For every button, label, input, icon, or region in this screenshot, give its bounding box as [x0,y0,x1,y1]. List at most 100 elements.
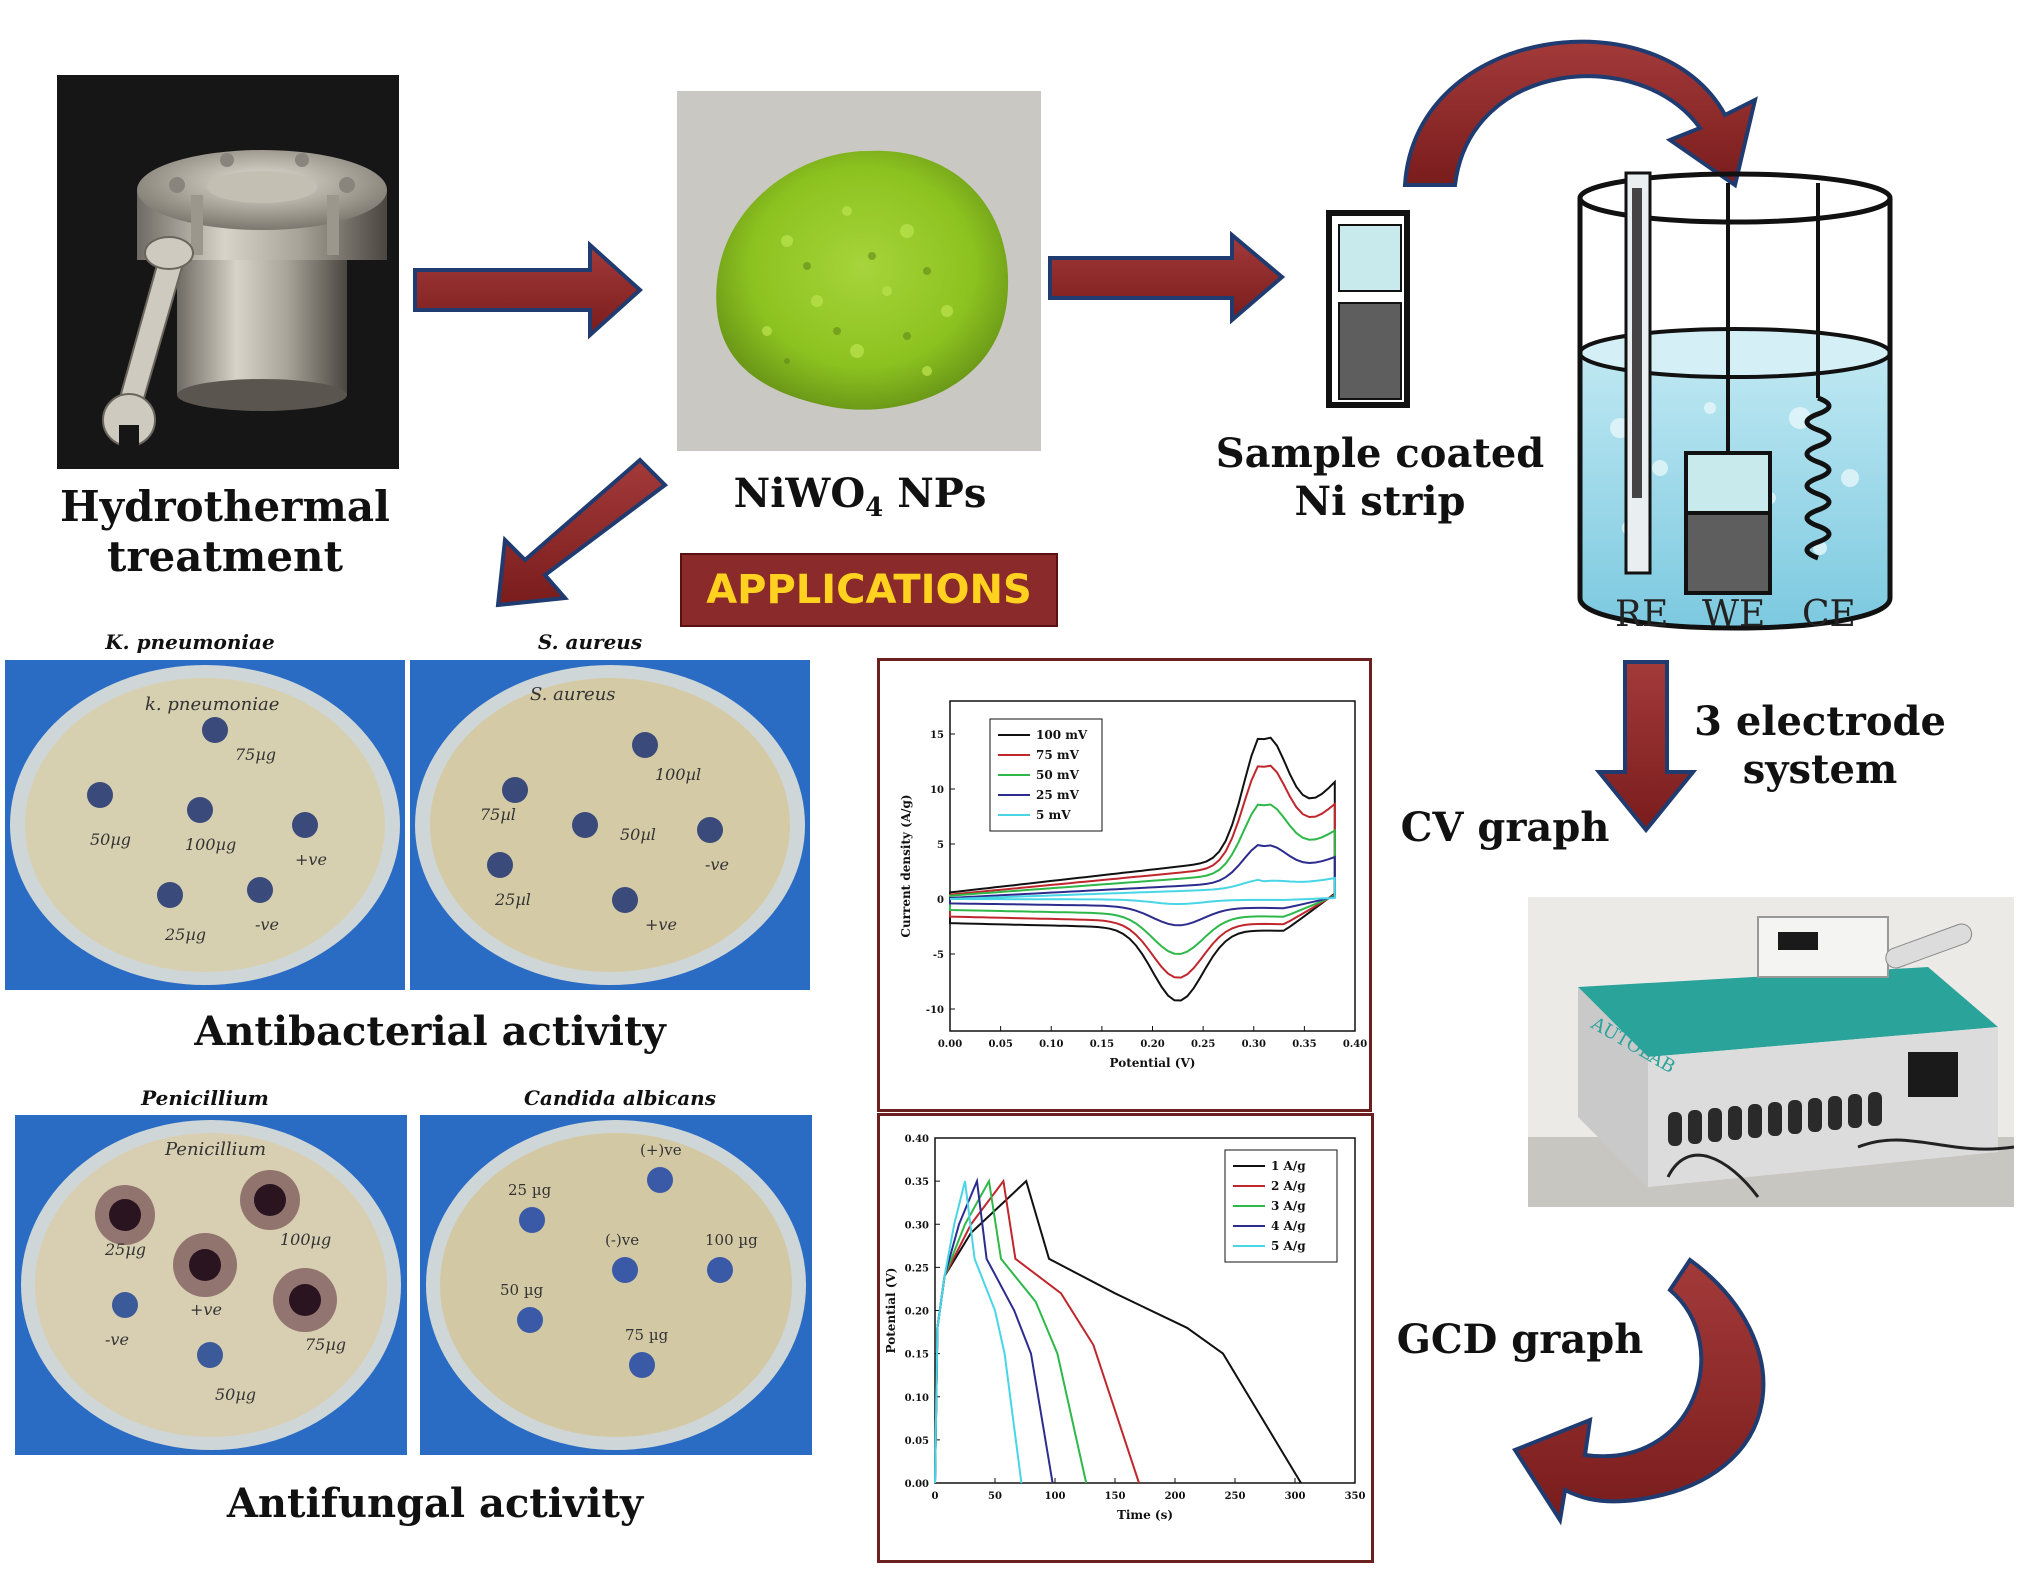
gcd-xtick-label-1: 50 [988,1491,1002,1502]
gcd-legend-label-2: 3 A/g [1271,1199,1306,1213]
sa-well-4: -ve [705,855,729,874]
plate-penicillium: Penicillium 25µg 100µg +ve 75µg -ve 50µg [15,1115,407,1455]
gcd-ytick-label-2: 0.10 [905,1393,929,1404]
label-cv-graph: CV graph [1400,804,1610,851]
plate-title-s-aureus: S. aureus [537,630,643,654]
arrow-down [1594,660,1698,834]
plate-s-aureus: S. aureus 100µl 75µl 50µl -ve 25µl +ve [410,660,810,990]
label-antibacterial: Antibacterial activity [194,1008,666,1055]
label-antifungal: Antifungal activity [226,1480,644,1527]
cv-legend-label-0: 100 mV [1036,728,1088,742]
sa-well-2: 75µl [480,805,516,824]
kp-well-6: -ve [255,915,279,934]
gcd-xlabel: Time (s) [1117,1508,1173,1522]
gcd-legend-label-0: 1 A/g [1271,1159,1306,1173]
arrow-right-2 [1048,230,1286,325]
gcd-ytick-label-5: 0.25 [905,1263,929,1274]
label-gcd-graph: GCD graph [1396,1316,1644,1363]
kp-well-5: 25µg [164,925,206,944]
label-nanoparticles-main: NiWO [733,470,866,517]
cv-xtick-label-3: 0.15 [1090,1039,1114,1050]
label-nanoparticles-sub: 4 [865,493,884,523]
ca-well-2: 25 µg [508,1181,552,1199]
plate-title-candida: Candida albicans [524,1086,716,1110]
sa-handwriting: S. aureus [530,684,616,705]
potentiostat-photo: AUTOLAB [1528,897,2014,1207]
gcd-xtick-label-6: 300 [1285,1491,1306,1502]
beaker-label-ce: CE [1802,594,1856,635]
gcd-ytick-label-8: 0.40 [905,1134,929,1145]
cv-ytick-label-4: 10 [930,785,944,796]
autoclave-drawing [57,75,399,469]
gcd-ytick-label-1: 0.05 [905,1436,929,1447]
gcd-ylabel: Potential (V) [884,1268,898,1354]
cv-xtick-label-4: 0.20 [1140,1039,1164,1050]
ni-strip-metal [1338,302,1402,400]
arrow-right-1 [413,240,643,340]
arrow-curved-bottom [1512,1257,1766,1526]
cv-xtick-label-2: 0.10 [1039,1039,1063,1050]
arrow-curved-top [1402,39,1758,189]
ca-well-4: 100 µg [705,1231,758,1249]
label-nanoparticles-suffix: NPs [883,470,987,517]
ca-well-5: 50 µg [500,1281,544,1299]
applications-banner: APPLICATIONS [680,553,1058,627]
gcd-legend-label-4: 5 A/g [1271,1239,1306,1253]
powder-drawing [677,91,1041,451]
cv-legend-label-1: 75 mV [1036,748,1080,762]
plate-title-penicillium: Penicillium [141,1086,269,1110]
gcd-ytick-label-3: 0.15 [905,1350,929,1361]
cv-legend-label-4: 5 mV [1036,808,1071,822]
pen-well-2: 100µg [280,1230,331,1249]
cv-xtick-label-6: 0.30 [1242,1039,1266,1050]
cv-xtick-label-8: 0.40 [1343,1039,1367,1050]
label-strip-1: Sample coated [1215,430,1545,477]
label-electrode-2: system [1742,746,1898,793]
kp-well-1: 75µg [235,745,276,764]
cv-ytick-label-2: 0 [937,895,944,906]
gcd-xtick-label-4: 200 [1165,1491,1186,1502]
ca-well-3: (-)ve [605,1231,639,1249]
plate-candida: (+)ve 25 µg (-)ve 100 µg 50 µg 75 µg [420,1115,812,1455]
label-strip-2: Ni strip [1294,478,1466,525]
beaker-label-we: WE [1702,594,1765,635]
gcd-series-4 [934,1180,1023,1484]
pen-well-4: 75µg [305,1335,346,1354]
gcd-xtick-label-0: 0 [932,1491,939,1502]
kp-handwriting: k. pneumoniae [145,694,279,715]
cv-ylabel: Current density (A/g) [899,794,913,937]
sa-well-1: 100µl [655,765,701,784]
gcd-series-3 [934,1177,1054,1484]
kp-well-3: 100µg [185,835,236,854]
cv-xtick-label-0: 0.00 [938,1039,962,1050]
sa-well-6: +ve [645,915,677,934]
gcd-series-1 [934,1178,1140,1484]
powder-photo [677,91,1041,451]
autoclave-photo [57,75,399,469]
gcd-ytick-label-6: 0.30 [905,1220,929,1231]
potentiostat-drawing: AUTOLAB [1528,897,2014,1207]
gcd-ytick-label-4: 0.20 [905,1307,929,1318]
gcd-xtick-label-5: 250 [1225,1491,1246,1502]
gcd-legend-label-3: 4 A/g [1271,1219,1306,1233]
pen-handwriting: Penicillium [164,1139,266,1160]
cv-legend-label-2: 50 mV [1036,768,1080,782]
kp-well-2: 50µg [90,830,131,849]
cv-ytick-label-5: 15 [930,730,944,741]
cv-xtick-label-7: 0.35 [1292,1039,1316,1050]
sa-well-5: 25µl [494,890,531,909]
gcd-ytick-label-7: 0.35 [905,1177,929,1188]
pen-well-5: -ve [105,1330,129,1349]
gcd-legend-label-1: 2 A/g [1271,1179,1306,1193]
three-electrode-beaker: RE WE CE [1577,171,1893,635]
ca-well-1: (+)ve [640,1141,682,1159]
label-nanoparticles: NiWO4 NPs [690,470,1030,532]
arrow-diagonal [495,457,669,608]
kp-well-4: +ve [295,850,327,869]
beaker-label-re: RE [1615,594,1668,635]
cv-xtick-label-5: 0.25 [1191,1039,1215,1050]
cv-xtick-label-1: 0.05 [988,1039,1012,1050]
